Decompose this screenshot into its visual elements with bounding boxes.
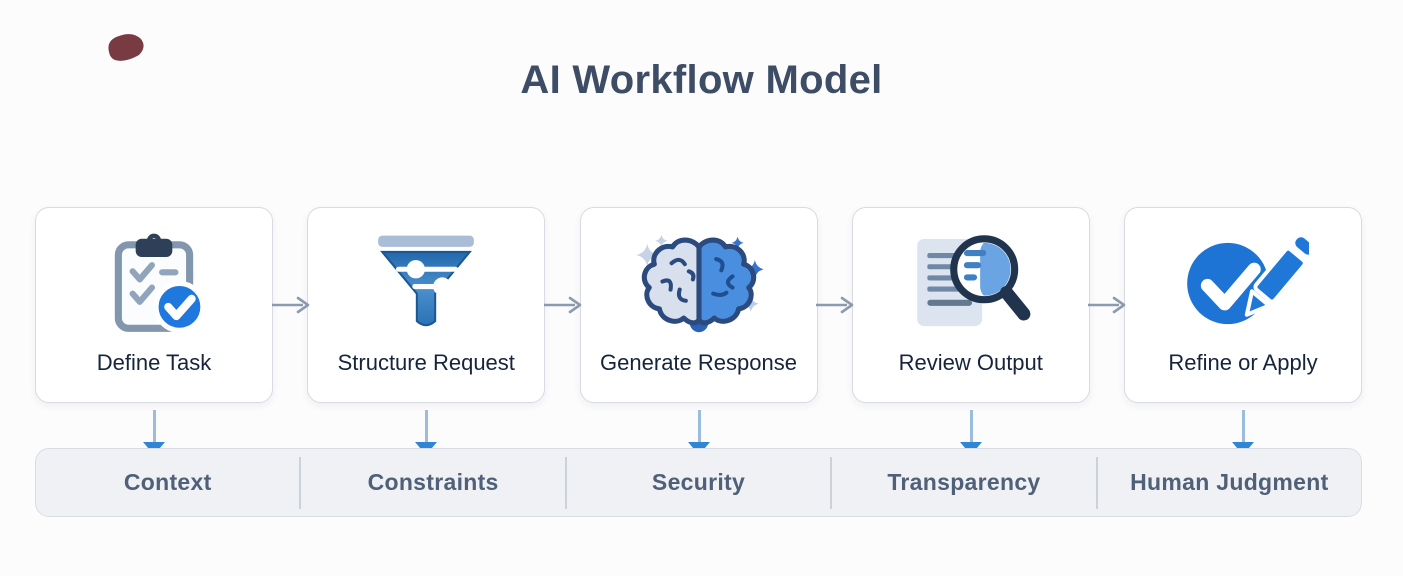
step-card-generate-response: Generate Response: [579, 207, 818, 403]
right-arrow-icon: [1088, 296, 1126, 314]
diagram-title: AI Workflow Model: [520, 58, 883, 102]
foundation-item-transparency: Transparency: [887, 469, 1041, 495]
foundation-item-context: Context: [123, 469, 212, 495]
step-card-structure-request: Structure Request: [307, 207, 546, 403]
foundation-item-human-judgment: Human Judgment: [1130, 469, 1329, 495]
step-label: Generate Response: [600, 350, 797, 375]
step-card-refine-or-apply: Refine or Apply: [1124, 207, 1362, 403]
divider: [1095, 456, 1098, 509]
divider: [830, 456, 833, 509]
step-label: Refine or Apply: [1168, 350, 1318, 375]
check-pencil-icon: [1177, 208, 1309, 350]
step-label: Review Output: [898, 350, 1043, 375]
foundation-item-constraints: Constraints: [367, 469, 499, 495]
foundation-item-security: Security: [651, 469, 746, 495]
clipboard-clip-artifact-icon: [108, 34, 144, 61]
step-label: Define Task: [96, 350, 212, 375]
workflow-steps-row: Define Task Structure Request: [35, 207, 1362, 403]
right-arrow-icon: [544, 296, 582, 314]
clipboard-check-icon: [98, 208, 210, 350]
divider: [564, 456, 567, 509]
funnel-filter-icon: [370, 208, 482, 350]
right-arrow-icon: [272, 296, 310, 314]
document-magnifier-icon: [905, 208, 1037, 350]
foundation-bar: Context Constraints Security Transparenc…: [35, 448, 1362, 517]
right-arrow-icon: [816, 296, 854, 314]
step-card-define-task: Define Task: [35, 207, 273, 403]
step-card-review-output: Review Output: [851, 207, 1090, 403]
brain-sparkles-icon: [633, 208, 765, 350]
divider: [299, 456, 302, 509]
step-label: Structure Request: [337, 350, 515, 375]
